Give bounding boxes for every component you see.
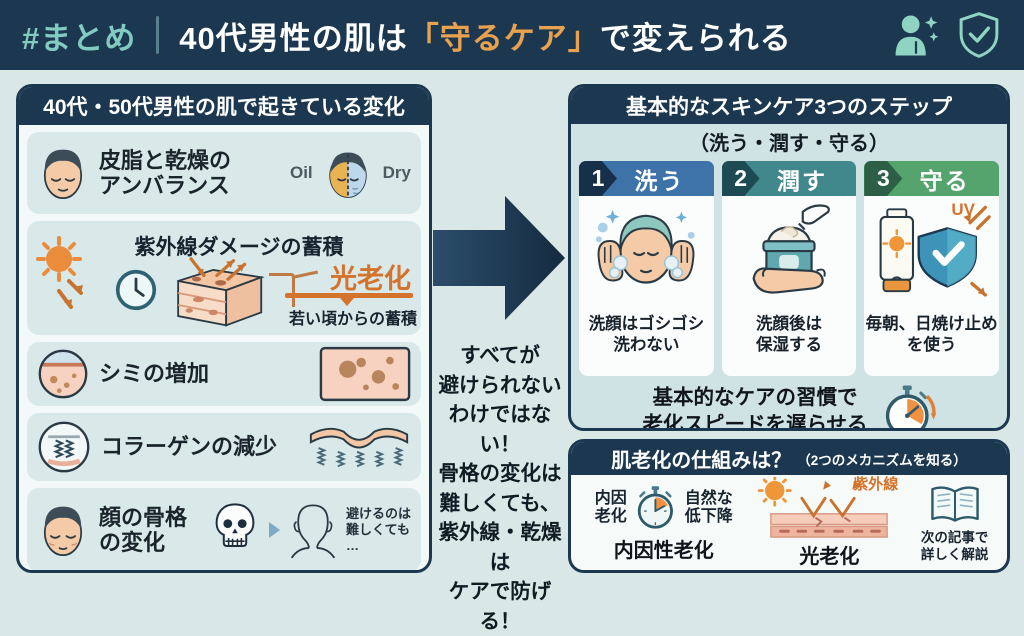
uv-rays-label: 紫外線 bbox=[853, 476, 899, 493]
step3-number: 3 bbox=[864, 161, 903, 196]
transition-arrow-icon bbox=[268, 522, 280, 538]
uv-label: UV bbox=[951, 200, 976, 219]
sunscreen-shield-icon bbox=[879, 205, 991, 297]
next-article-caption: 次の記事で詳しく解説 bbox=[920, 530, 989, 562]
big-right-arrow-icon bbox=[433, 196, 565, 320]
user-sparkle-icon bbox=[895, 15, 939, 56]
middle-message: すべてが 避けられない わけではない！ 骨格の変化は 難しくても、 紫外線・乾燥… bbox=[438, 344, 562, 633]
uv-damage-title: 紫外線ダメージの蓄積 bbox=[134, 236, 344, 259]
title-highlight: 「守るケア」 bbox=[407, 20, 600, 56]
older-man-face-icon bbox=[43, 506, 83, 556]
sun-arrows-icon bbox=[36, 236, 83, 309]
row-spots: シミの増加 bbox=[27, 342, 421, 406]
spots-label: シミの増加 bbox=[99, 361, 210, 387]
step1-number: 1 bbox=[579, 161, 617, 196]
collagen-label: コラーゲンの減少 bbox=[101, 434, 278, 460]
photoaging-underline bbox=[285, 293, 413, 306]
bracket-connector bbox=[269, 273, 295, 307]
step-moisturize: 2 潤す bbox=[721, 161, 857, 376]
sebum-dryness-label: 皮脂と乾燥のアンバランス bbox=[99, 147, 232, 198]
step3-label: 守る bbox=[919, 167, 970, 194]
intrinsic-aging-group: 内因老化 自然な低下降 内因性老化 bbox=[581, 483, 747, 563]
intrinsic-caption: 内因性老化 bbox=[613, 540, 714, 562]
intrinsic-stopwatch-icon bbox=[637, 486, 673, 529]
spots-circle-icon bbox=[38, 349, 88, 399]
step2-desc: 洗顔後は保湿する bbox=[756, 315, 822, 354]
skin-changes-panel: 40代・50代男性の肌で起きている変化 皮脂と乾燥のアンバランス Oil bbox=[16, 84, 432, 573]
aging-mechanism-panel: 肌老化の仕組みは？ （2つのメカニズムを知る） 内因老化 bbox=[568, 439, 1010, 573]
skin-changes-title: 40代・50代男性の肌で起きている変化 bbox=[19, 87, 429, 125]
skull-icon bbox=[215, 503, 255, 547]
face-washing-icon bbox=[596, 209, 695, 284]
row-sebum-dryness: 皮脂と乾燥のアンバランス Oil Dry bbox=[27, 132, 421, 214]
page-title: 40代男性の肌は「守るケア」で変えられる bbox=[179, 20, 792, 56]
photoaging-group: 紫外線 bbox=[747, 476, 913, 569]
next-article-group: 次の記事で詳しく解説 bbox=[912, 483, 997, 562]
step-wash: 1 洗う bbox=[579, 161, 714, 376]
skincare-steps-panel: 基本的なスキンケア3つのステップ （洗う・潤す・守る） 1 洗う bbox=[568, 84, 1010, 431]
moisturizer-jar-icon bbox=[752, 204, 830, 294]
step-protect: 3 守る UV bbox=[864, 161, 1000, 376]
step3-desc: 毎朝、日焼け止めを使う bbox=[865, 315, 998, 354]
bone-note: 避けるのは難しくても… bbox=[345, 505, 411, 554]
steps-panel-title: 基本的なスキンケア3つのステップ bbox=[571, 87, 1007, 124]
steps-summary: 基本的なケアの習慣で老化スピードを遅らせる bbox=[571, 376, 1007, 431]
uv-accumulation-note: 若い頃からの蓄積 bbox=[288, 311, 417, 328]
intrinsic-right-text: 自然な低下降 bbox=[684, 489, 733, 525]
photoaging-skin-icon bbox=[758, 477, 889, 538]
skin-cube-icon bbox=[177, 257, 265, 327]
sagging-skin-icon bbox=[309, 427, 409, 468]
face-outline-icon bbox=[290, 504, 336, 559]
steps-panel-subtitle: （洗う・潤す・守る） bbox=[689, 133, 889, 155]
bone-structure-label: 顔の骨格の変化 bbox=[99, 504, 188, 555]
collagen-circle-icon bbox=[38, 421, 90, 473]
open-book-icon bbox=[930, 486, 979, 523]
photoaging-caption: 光老化 bbox=[799, 546, 860, 568]
row-bone-structure: 顔の骨格の変化 避けるのは難しくても… bbox=[27, 488, 421, 570]
step1-desc: 洗顔はゴシゴシ洗わない bbox=[588, 315, 705, 354]
header-divider bbox=[156, 16, 160, 54]
intrinsic-left-text: 内因老化 bbox=[594, 489, 627, 525]
step2-label: 潤す bbox=[777, 167, 827, 194]
dry-label: Dry bbox=[382, 163, 411, 182]
row-uv-damage: 紫外線ダメージの蓄積 bbox=[27, 221, 421, 335]
clock-icon bbox=[115, 269, 157, 311]
oil-label: Oil bbox=[289, 163, 313, 182]
middle-column: すべてが 避けられない わけではない！ 骨格の変化は 難しくても、 紫外線・乾燥… bbox=[432, 84, 568, 633]
photoaging-highlight: 光老化 bbox=[330, 264, 411, 294]
spots-patch-icon bbox=[319, 346, 411, 402]
stopwatch-icon bbox=[885, 385, 936, 428]
shield-check-icon bbox=[959, 12, 999, 58]
steps-summary-text: 基本的なケアの習慣で老化スピードを遅らせる bbox=[642, 386, 868, 431]
step2-number: 2 bbox=[721, 161, 760, 196]
man-face-icon bbox=[43, 149, 83, 199]
hashtag-label: #まとめ bbox=[22, 20, 137, 56]
row-collagen: コラーゲンの減少 bbox=[27, 413, 421, 481]
step1-label: 洗う bbox=[634, 167, 685, 194]
mechanism-panel-title: 肌老化の仕組みは？ （2つのメカニズムを知る） bbox=[571, 442, 1007, 475]
header-bar: #まとめ 40代男性の肌は「守るケア」で変えられる bbox=[0, 0, 1024, 70]
oil-dry-half-face-icon bbox=[328, 152, 367, 198]
